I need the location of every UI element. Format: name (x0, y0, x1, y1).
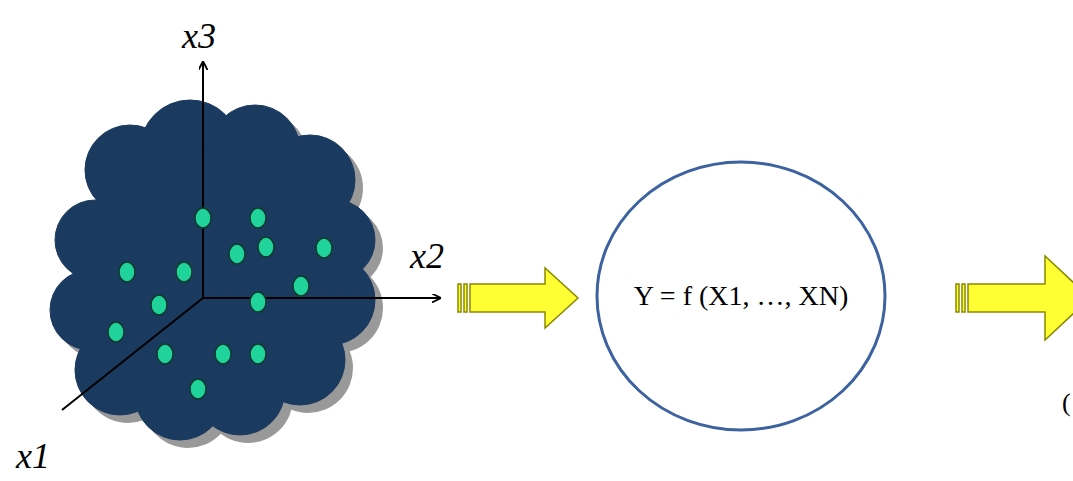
flow-arrow (956, 256, 1073, 340)
data-points (108, 208, 332, 399)
flow-arrow (458, 268, 578, 328)
cut-text: ( (1062, 390, 1071, 416)
function-ellipse: Y = f (X1, …, XN) (595, 160, 887, 432)
axes (62, 62, 440, 410)
cloud-shadow (58, 108, 383, 448)
data-cloud (50, 100, 375, 440)
axis-label: x1 (16, 438, 50, 474)
axis-label: x2 (410, 238, 444, 274)
axis-label: x3 (182, 18, 216, 54)
formula-text: Y = f (X1, …, XN) (634, 280, 849, 312)
